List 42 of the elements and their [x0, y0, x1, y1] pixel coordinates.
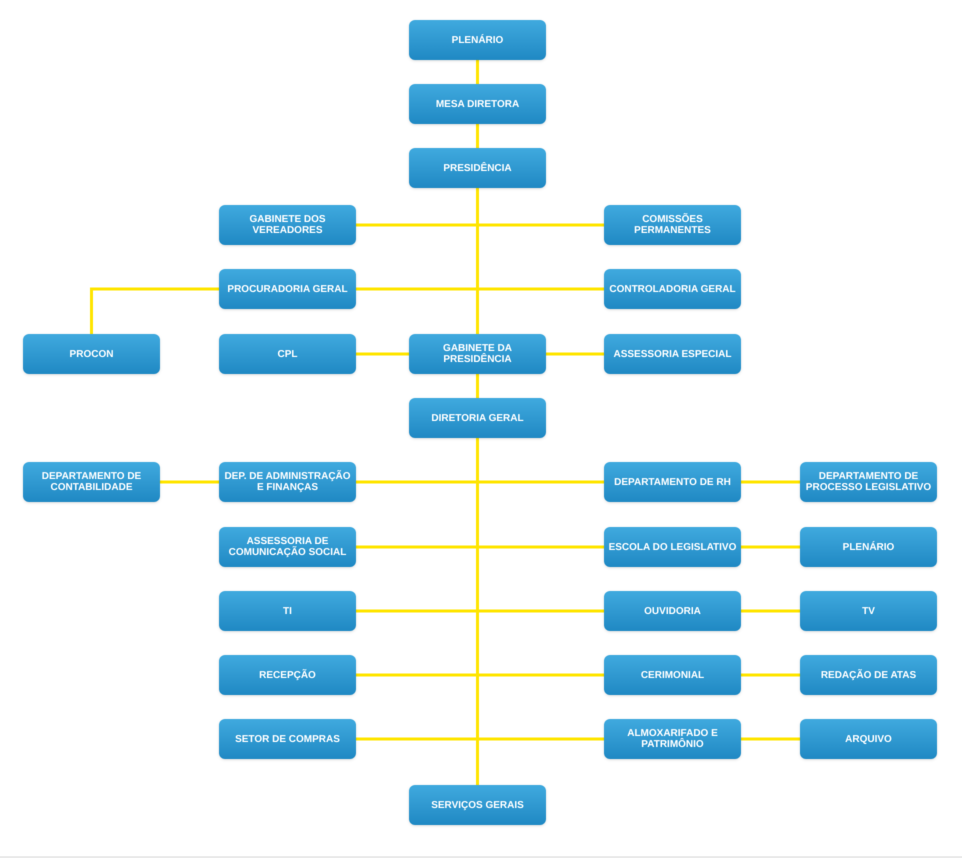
org-unit-box: COMISSÕES PERMANENTES [604, 205, 741, 245]
connector-line [741, 546, 800, 548]
org-unit-box: RECEPÇÃO [219, 655, 356, 695]
org-unit-box: PRESIDÊNCIA [409, 148, 546, 188]
connector-line [741, 610, 800, 612]
connector-line [741, 480, 800, 484]
connector-line [160, 480, 219, 484]
connector-line [476, 60, 479, 84]
org-unit-box: DEPARTAMENTO DE CONTABILIDADE [23, 462, 160, 502]
org-unit-box: ALMOXARIFADO E PATRIMÔNIO [604, 719, 741, 759]
org-unit-box: CPL [219, 334, 356, 374]
org-unit-box: GABINETE DOS VEREADORES [219, 205, 356, 245]
org-unit-box: SERVIÇOS GERAIS [409, 785, 546, 825]
org-unit-box: SETOR DE COMPRAS [219, 719, 356, 759]
connector-line [356, 352, 409, 356]
connector-line [90, 288, 219, 334]
org-unit-box: DEPARTAMENTO DE PROCESSO LEGISLATIVO [800, 462, 937, 502]
org-unit-box: GABINETE DA PRESIDÊNCIA [409, 334, 546, 374]
org-unit-box: PROCON [23, 334, 160, 374]
connector-line [476, 438, 479, 785]
org-unit-box: ARQUIVO [800, 719, 937, 759]
org-unit-box: CERIMONIAL [604, 655, 741, 695]
connector-line [546, 352, 604, 356]
connector-line [476, 374, 479, 398]
org-unit-box: ESCOLA DO LEGISLATIVO [604, 527, 741, 567]
org-unit-box: TV [800, 591, 937, 631]
org-unit-box: DEPARTAMENTO DE RH [604, 462, 741, 502]
org-unit-box: MESA DIRETORA [409, 84, 546, 124]
org-unit-box: ASSESSORIA ESPECIAL [604, 334, 741, 374]
org-unit-box: TI [219, 591, 356, 631]
org-unit-box: PLENÁRIO [409, 20, 546, 60]
org-unit-box: OUVIDORIA [604, 591, 741, 631]
connector-line [741, 738, 800, 740]
org-unit-box: REDAÇÃO DE ATAS [800, 655, 937, 695]
org-unit-box: PROCURADORIA GERAL [219, 269, 356, 309]
org-unit-box: DIRETORIA GERAL [409, 398, 546, 438]
org-unit-box: DEP. DE ADMINISTRAÇÃO E FINANÇAS [219, 462, 356, 502]
org-unit-box: ASSESSORIA DE COMUNICAÇÃO SOCIAL [219, 527, 356, 567]
connector-line [741, 674, 800, 676]
connector-line [476, 124, 479, 148]
org-unit-box: PLENÁRIO [800, 527, 937, 567]
org-unit-box: CONTROLADORIA GERAL [604, 269, 741, 309]
